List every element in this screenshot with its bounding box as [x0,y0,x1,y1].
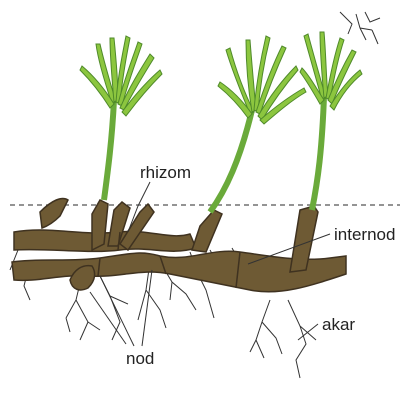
root-scribble-top-right [340,12,380,44]
label-nod: nod [126,349,154,368]
leader-nod-1 [100,276,134,346]
shoot-right [300,32,362,210]
label-rhizom: rhizom [140,163,191,182]
rhizome-branch-1 [40,199,68,229]
label-akar: akar [322,315,355,334]
rhizome [12,199,346,292]
label-internod: internod [334,225,395,244]
rhizome-branch-5 [192,210,222,252]
shoot-middle [210,36,306,212]
